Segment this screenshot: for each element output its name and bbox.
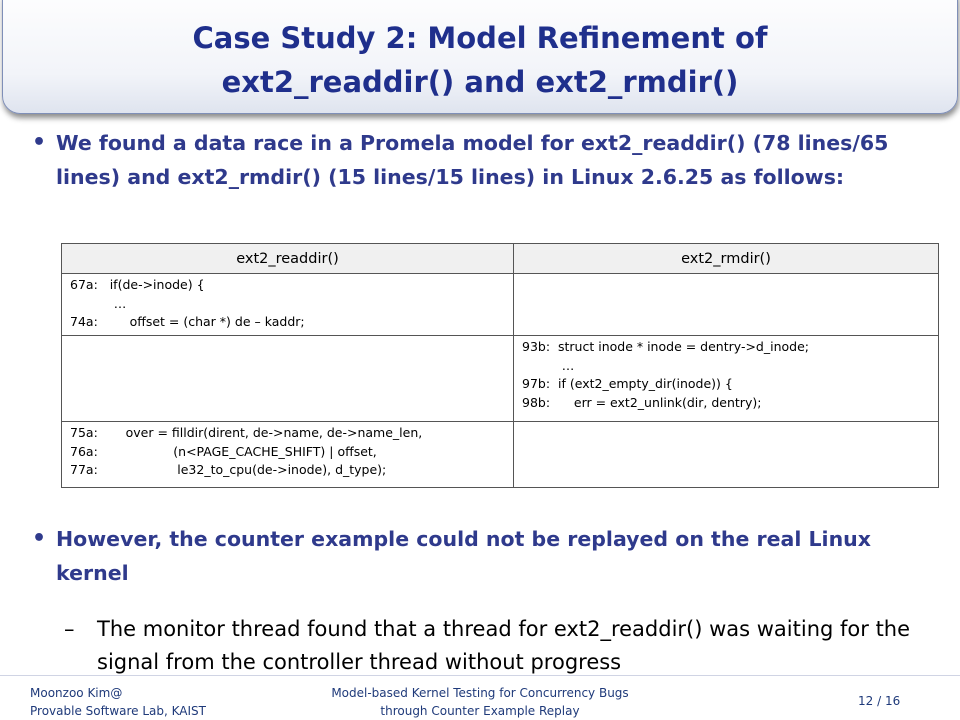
footer-talk-block: Model-based Kernel Testing for Concurren… [300,684,660,720]
code-line: … [70,295,127,311]
bullet-dot-1: • [32,130,47,155]
footer-talk-line-2: through Counter Example Replay [380,704,580,718]
bullet-dot-2: • [32,526,47,551]
slide-title: Case Study 2: Model Refinement of ext2_r… [10,16,950,104]
rmdir-cell: 93b: struct inode * inode = dentry->d_in… [513,335,939,422]
code-line: 75a: over = filldir(dirent, de->name, de… [70,425,423,440]
title-box [2,0,958,114]
title-line-1: Case Study 2: Model Refinement of [192,21,768,55]
footer-divider [0,675,960,676]
footer-lab: Provable Software Lab, KAIST [30,704,206,718]
column-header-readdir: ext2_readdir() [61,243,514,274]
code-line: 74a: offset = (char *) de – kaddr; [70,314,305,329]
code-line: 77a: le32_to_cpu(de->inode), d_type); [70,462,387,477]
footer-author: Moonzoo Kim@ [30,686,123,700]
table-header-row: ext2_readdir() ext2_rmdir() [61,243,939,274]
rmdir-cell [513,273,939,336]
table-row: 67a: if(de->inode) { … 74a: offset = (ch… [61,273,939,336]
bullet-1: We found a data race in a Promela model … [56,131,889,189]
bullet-2: However, the counter example could not b… [56,527,871,585]
footer-author-block: Moonzoo Kim@ Provable Software Lab, KAIS… [30,684,206,720]
code-line: … [522,357,575,373]
code-line: 76a: (n<PAGE_CACHE_SHIFT) | offset, [70,443,377,459]
code-line: 98b: err = ext2_unlink(dir, dentry); [522,394,762,410]
page-number: 12 / 16 [858,694,901,708]
code-line: 67a: if(de->inode) { [70,277,205,292]
title-line-2: ext2_readdir() and ext2_rmdir() [221,65,739,99]
table-row: 93b: struct inode * inode = dentry->d_in… [61,335,939,422]
readdir-cell: 75a: over = filldir(dirent, de->name, de… [61,421,514,488]
code-table: ext2_readdir() ext2_rmdir() 67a: if(de->… [61,243,939,488]
footer-talk-line-1: Model-based Kernel Testing for Concurren… [331,686,629,700]
sub-bullet-text: The monitor thread found that a thread f… [97,617,911,674]
readdir-cell: 67a: if(de->inode) { … 74a: offset = (ch… [61,273,514,336]
column-header-rmdir: ext2_rmdir() [513,243,939,274]
table-row: 75a: over = filldir(dirent, de->name, de… [61,421,939,488]
code-line: 97b: if (ext2_empty_dir(inode)) { [522,376,733,391]
readdir-cell [61,335,514,422]
code-line: 93b: struct inode * inode = dentry->d_in… [522,339,809,354]
rmdir-cell [513,421,939,488]
sub-bullet-dash: – [64,617,75,641]
